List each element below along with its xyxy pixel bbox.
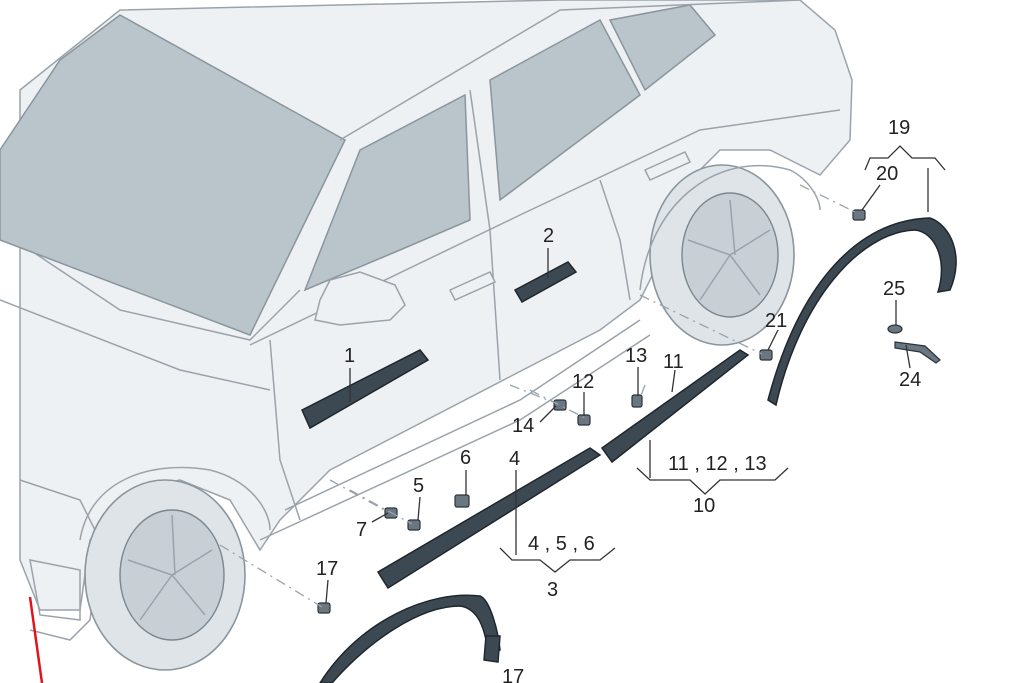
part-6-clip bbox=[454, 494, 470, 508]
label-11: 11 bbox=[663, 351, 684, 373]
label-10: 10 bbox=[693, 495, 715, 517]
front-door-window bbox=[303, 93, 471, 292]
rocker-line-lower bbox=[259, 334, 651, 541]
front-door-handle bbox=[448, 271, 497, 301]
label-11-12-13: 11 , 12 , 13 bbox=[668, 453, 767, 475]
label-12: 12 bbox=[572, 371, 594, 393]
leader-lines bbox=[325, 168, 929, 604]
front-wheel bbox=[84, 479, 246, 671]
car-body bbox=[0, 0, 853, 641]
rear-door-edge bbox=[599, 179, 631, 301]
part-21-clip bbox=[759, 349, 773, 361]
part-4-sill-panel-front bbox=[376, 447, 602, 590]
front-bumper-grille bbox=[29, 559, 81, 621]
front-door-edge bbox=[269, 339, 301, 521]
label-2: 2 bbox=[543, 225, 554, 247]
part-17-clip bbox=[317, 602, 331, 614]
part-24-bracket bbox=[894, 341, 941, 364]
label-1: 1 bbox=[344, 345, 355, 367]
part-20-clip bbox=[852, 209, 866, 221]
windshield bbox=[0, 14, 346, 336]
part-12-clip bbox=[577, 414, 591, 426]
label-17-front: 17 bbox=[316, 558, 338, 580]
part-1-front-door-trim-strip bbox=[301, 349, 430, 430]
part-5-clip bbox=[407, 519, 421, 531]
label-20: 20 bbox=[876, 163, 898, 185]
callout-labels: 1 2 3 4 4 , 5 , 6 5 6 7 10 11 11 , 12 , … bbox=[316, 117, 921, 683]
label-5: 5 bbox=[413, 475, 424, 497]
rocker-line bbox=[284, 319, 641, 511]
side-mirror bbox=[314, 271, 406, 326]
label-6: 6 bbox=[460, 447, 471, 469]
roof-rail bbox=[339, 0, 801, 141]
assembly-lines bbox=[219, 184, 856, 608]
label-21: 21 bbox=[765, 310, 787, 332]
front-rim-spokes bbox=[127, 514, 213, 621]
belt-line bbox=[249, 109, 841, 346]
part-17-arch-trim-end-piece bbox=[483, 635, 501, 663]
rear-wheel bbox=[649, 164, 795, 346]
label-4-5-6: 4 , 5 , 6 bbox=[528, 533, 595, 555]
label-25: 25 bbox=[883, 278, 905, 300]
part-front-wheel-arch-trim bbox=[319, 594, 501, 683]
part-2-rear-door-trim-strip bbox=[513, 261, 578, 304]
label-3: 3 bbox=[547, 579, 558, 601]
quarter-window bbox=[608, 4, 717, 92]
label-7: 7 bbox=[356, 519, 367, 541]
hood-line bbox=[0, 229, 301, 341]
label-4: 4 bbox=[509, 448, 520, 470]
hood-crease bbox=[0, 299, 271, 391]
label-17-bottom: 17 bbox=[502, 666, 524, 683]
red-marker-line bbox=[28, 596, 44, 683]
part-14-clip bbox=[553, 399, 567, 411]
part-13-clip bbox=[631, 394, 643, 408]
rear-door-window bbox=[489, 18, 641, 202]
group-brackets bbox=[499, 145, 946, 573]
label-14: 14 bbox=[512, 415, 534, 437]
part-19-rear-wheel-arch-trim bbox=[767, 217, 957, 407]
label-13: 13 bbox=[625, 345, 647, 367]
label-24: 24 bbox=[899, 369, 921, 391]
part-11-sill-panel-rear bbox=[600, 349, 750, 464]
front-wheel-arch bbox=[79, 466, 271, 541]
rear-door-handle bbox=[643, 151, 692, 181]
label-19: 19 bbox=[888, 117, 910, 139]
rear-rim-spokes bbox=[687, 199, 771, 301]
part-25-washer bbox=[887, 324, 903, 334]
